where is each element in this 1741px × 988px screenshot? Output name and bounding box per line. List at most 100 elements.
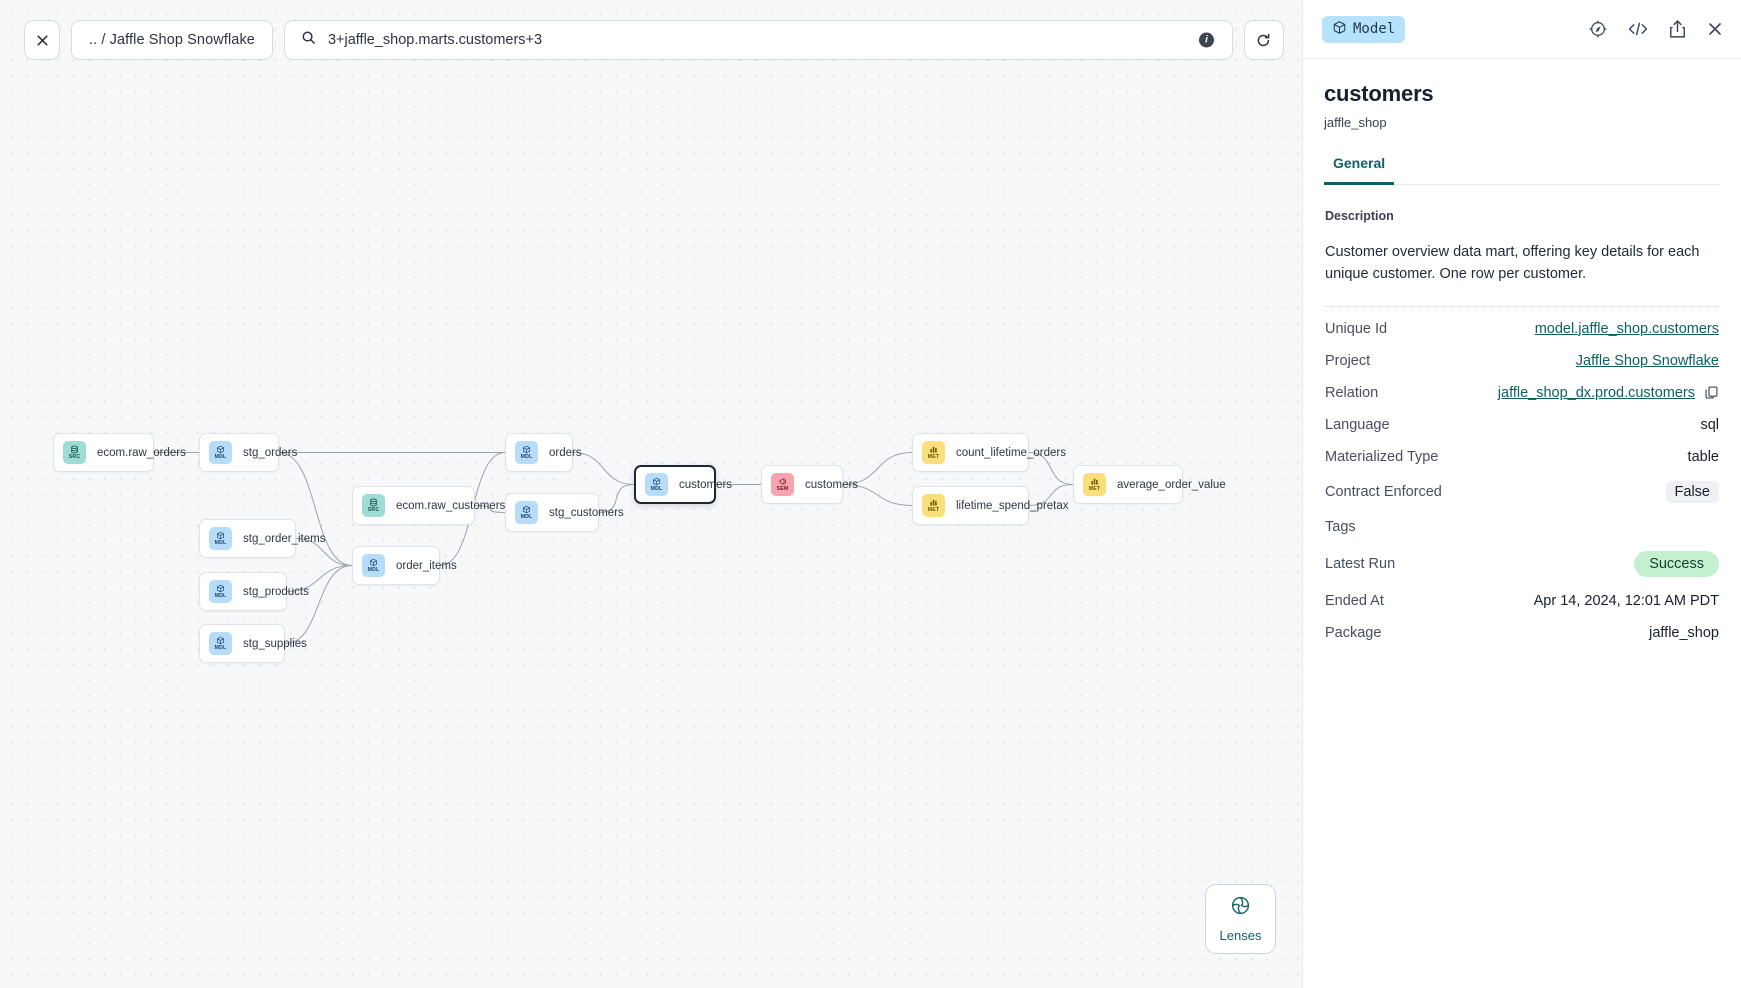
detail-row: Project Jaffle Shop Snowflake: [1325, 345, 1719, 377]
lineage-node-stg_products[interactable]: MDL stg_products: [199, 572, 309, 611]
panel-body: Description Customer overview data mart,…: [1303, 185, 1741, 649]
status-badge: Success: [1634, 550, 1719, 577]
detail-row-key: Latest Run: [1325, 555, 1396, 572]
mdl-badge-icon: MDL: [209, 527, 232, 550]
lineage-node-customers_model[interactable]: MDL customers: [634, 465, 732, 504]
lineage-edge: [278, 452, 353, 566]
lineage-node-ecom_raw_orders[interactable]: SRC ecom.raw_orders: [53, 433, 186, 472]
detail-row-value-group: jaffle_shop_dx.prod.customers: [1498, 385, 1719, 401]
detail-row: Materialized Type table: [1325, 441, 1719, 473]
detail-panel: Model: [1302, 0, 1741, 988]
met-badge-icon: MET: [1083, 473, 1106, 496]
lineage-node-lifetime_spend_pretax[interactable]: MET lifetime_spend_pretax: [912, 486, 1069, 525]
copy-icon[interactable]: [1704, 385, 1719, 400]
lineage-node-label: customers: [679, 478, 733, 491]
mdl-badge-icon: MDL: [209, 441, 232, 464]
lineage-node-label: stg_customers: [549, 506, 624, 519]
mdl-badge-icon: MDL: [209, 632, 232, 655]
panel-title-block: customers jaffle_shop: [1303, 59, 1741, 130]
mdl-badge-icon: MDL: [645, 473, 668, 496]
lineage-node-label: ecom.raw_customers: [396, 499, 506, 512]
detail-row-key: Relation: [1325, 384, 1379, 401]
lineage-node-stg_order_items[interactable]: MDL stg_order_items: [199, 519, 325, 558]
detail-row-value: table: [1687, 448, 1719, 465]
lineage-node-label: stg_order_items: [243, 532, 326, 545]
detail-row-key: Ended At: [1325, 592, 1384, 609]
detail-row: Package jaffle_shop: [1325, 617, 1719, 649]
resource-type-label: Model: [1353, 21, 1396, 37]
lineage-node-label: order_items: [396, 559, 457, 572]
search-icon: [301, 30, 316, 50]
code-icon[interactable]: [1627, 19, 1649, 39]
lineage-edge: [598, 484, 635, 513]
lineage-node-stg_orders[interactable]: MDL stg_orders: [199, 433, 297, 472]
page-title: customers: [1324, 81, 1434, 106]
detail-row-key: Language: [1325, 416, 1390, 433]
lineage-node-label: orders: [549, 446, 582, 459]
explore-icon[interactable]: [1588, 19, 1608, 39]
src-badge-icon: SRC: [362, 494, 385, 517]
canvas-toolbar: .. / Jaffle Shop Snowflake 3+jaffle_shop…: [24, 20, 1284, 60]
lineage-edge: [1028, 452, 1074, 485]
lenses-button[interactable]: Lenses: [1205, 884, 1276, 954]
lineage-node-count_lifetime_orders[interactable]: MET count_lifetime_orders: [912, 433, 1066, 472]
met-badge-icon: MET: [922, 494, 945, 517]
lineage-node-label: stg_orders: [243, 446, 298, 459]
search-value: 3+jaffle_shop.marts.customers+3: [327, 32, 543, 48]
lineage-edge: [286, 565, 353, 592]
section-divider: [1325, 305, 1719, 307]
lineage-node-average_order_value[interactable]: MET average_order_value: [1073, 465, 1226, 504]
lenses-label: Lenses: [1219, 928, 1262, 943]
met-badge-icon: MET: [922, 441, 945, 464]
detail-row-value: jaffle_shop: [1649, 624, 1719, 641]
detail-row-value[interactable]: model.jaffle_shop.customers: [1534, 320, 1719, 337]
lineage-edges: [154, 451, 1074, 644]
detail-row-key: Contract Enforced: [1325, 483, 1442, 500]
lineage-node-order_items[interactable]: MDL order_items: [352, 546, 457, 585]
detail-row-key: Materialized Type: [1325, 448, 1439, 465]
panel-action-icons: [1588, 19, 1724, 39]
lineage-node-label: stg_products: [243, 585, 309, 598]
detail-row-key: Unique Id: [1325, 320, 1388, 337]
detail-row-value[interactable]: jaffle_shop_dx.prod.customers: [1497, 384, 1695, 401]
close-lineage-button[interactable]: [24, 20, 60, 60]
lineage-search-input[interactable]: 3+jaffle_shop.marts.customers+3 i: [283, 20, 1233, 60]
sem-badge-icon: SEM: [771, 473, 794, 496]
aperture-icon: [1230, 895, 1251, 921]
resource-type-chip: Model: [1322, 15, 1406, 43]
detail-row-value[interactable]: Jaffle Shop Snowflake: [1575, 352, 1719, 369]
lineage-node-label: ecom.raw_orders: [97, 446, 186, 459]
lineage-node-orders[interactable]: MDL orders: [505, 433, 582, 472]
lineage-node-stg_supplies[interactable]: MDL stg_supplies: [199, 624, 307, 663]
mdl-badge-icon: MDL: [362, 554, 385, 577]
lineage-edge: [1028, 484, 1074, 506]
share-icon[interactable]: [1668, 19, 1687, 39]
lineage-edge: [474, 505, 506, 513]
lineage-edge: [284, 565, 353, 644]
lineage-node-label: count_lifetime_orders: [956, 446, 1066, 459]
lineage-node-label: stg_supplies: [243, 637, 307, 650]
detail-row-key: Project: [1325, 352, 1371, 369]
detail-row-key: Package: [1325, 624, 1382, 641]
lineage-edge: [572, 452, 635, 485]
refresh-button[interactable]: [1243, 20, 1284, 60]
breadcrumb-button[interactable]: .. / Jaffle Shop Snowflake: [71, 20, 273, 60]
tab-general[interactable]: General: [1324, 155, 1395, 185]
lineage-edge: [295, 538, 353, 566]
lineage-edge: [842, 484, 913, 506]
info-icon[interactable]: i: [1198, 32, 1214, 48]
src-badge-icon: SRC: [63, 441, 86, 464]
mdl-badge-icon: MDL: [209, 580, 232, 603]
close-icon[interactable]: [1706, 20, 1724, 38]
lineage-node-label: average_order_value: [1117, 478, 1226, 491]
lineage-node-ecom_raw_customers[interactable]: SRC ecom.raw_customers: [352, 486, 505, 525]
mdl-badge-icon: MDL: [515, 441, 538, 464]
lineage-node-label: lifetime_spend_pretax: [956, 499, 1069, 512]
detail-row: Latest Run Success: [1325, 543, 1719, 585]
panel-subtitle: jaffle_shop: [1324, 115, 1387, 130]
